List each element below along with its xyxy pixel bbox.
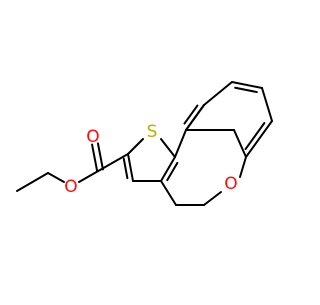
bond-7 bbox=[127, 138, 144, 155]
bond-8 bbox=[160, 138, 176, 158]
bond-18 bbox=[174, 129, 187, 158]
bond-25 bbox=[245, 120, 273, 158]
bond-26 bbox=[185, 104, 205, 131]
bond-23 bbox=[231, 81, 263, 89]
bond-16 bbox=[203, 191, 222, 206]
bond-27 bbox=[183, 104, 199, 125]
atom-label-carbonyl-oxygen: O bbox=[86, 127, 99, 147]
bond-14 bbox=[160, 180, 177, 206]
bond-5 bbox=[91, 143, 99, 172]
bond-17 bbox=[239, 156, 247, 178]
bond-24 bbox=[261, 87, 273, 122]
bond-22 bbox=[203, 81, 233, 106]
bond-29 bbox=[244, 122, 266, 151]
molecule-structure-svg: O O S O bbox=[16, 81, 273, 206]
bond-6 bbox=[99, 153, 129, 171]
bond-1 bbox=[16, 172, 49, 192]
bond-12 bbox=[122, 157, 129, 180]
atom-label-ring-oxygen: O bbox=[224, 174, 237, 194]
bond-20 bbox=[233, 129, 247, 158]
bond-9 bbox=[160, 156, 176, 182]
bond-28 bbox=[234, 86, 258, 94]
bond-4 bbox=[96, 142, 104, 171]
bond-2 bbox=[47, 172, 65, 183]
atom-label-ester-oxygen: O bbox=[64, 177, 77, 197]
bond-3 bbox=[78, 169, 101, 183]
bond-layer bbox=[16, 81, 273, 206]
bond-11 bbox=[127, 153, 134, 182]
bond-13 bbox=[166, 161, 179, 182]
atom-label-layer: O O S O bbox=[64, 122, 237, 197]
molecule-diagram: O O S O bbox=[16, 81, 273, 206]
atom-label-sulfur: S bbox=[147, 122, 158, 142]
